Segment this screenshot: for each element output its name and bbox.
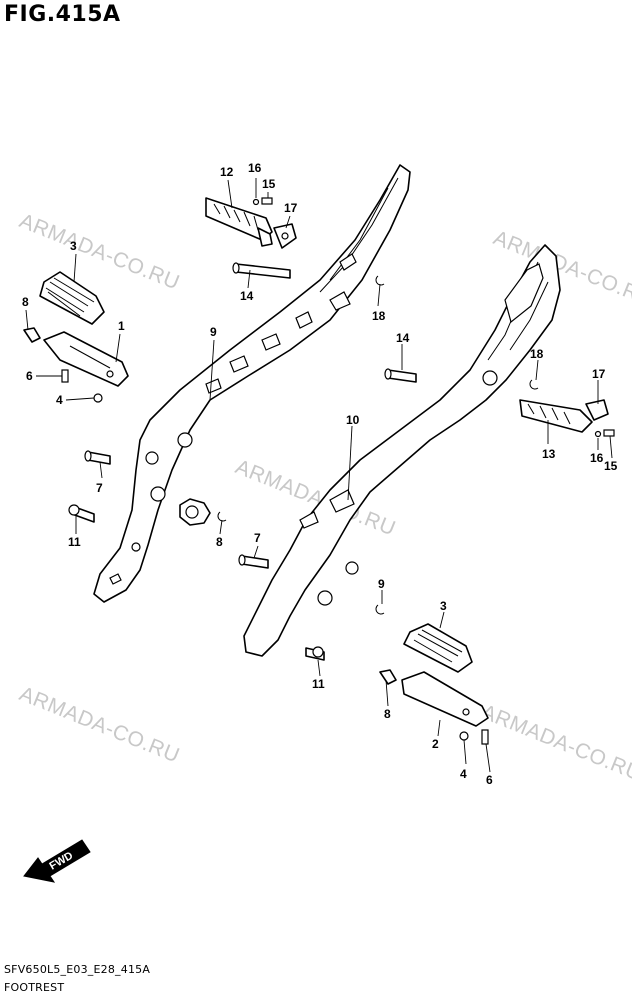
watermark: ARMADA-CO.RU [478, 700, 632, 785]
section-name: FOOTREST [4, 981, 65, 994]
watermark: ARMADA-CO.RU [16, 682, 183, 767]
callout-number: 1 [118, 319, 125, 333]
callout-number: 11 [312, 677, 325, 691]
left-rider-footrest [23, 271, 129, 403]
pins [84, 262, 417, 569]
callout-number: 10 [346, 413, 360, 427]
callout-number: 7 [254, 531, 261, 545]
right-passenger-footrest [519, 399, 615, 438]
callout-number: 17 [284, 201, 298, 215]
clips [217, 275, 539, 615]
callout-number: 9 [378, 577, 385, 591]
callout-number: 11 [68, 535, 81, 549]
callout-number: 7 [96, 481, 103, 495]
callout-number: 12 [220, 165, 234, 179]
callout-number: 4 [56, 393, 63, 407]
callout-number: 4 [460, 767, 467, 781]
callout-number: 9 [210, 325, 217, 339]
leader-lines [25, 178, 613, 773]
left-footrest-bracket [93, 164, 411, 603]
callout-number: 16 [248, 161, 262, 175]
forward-direction-arrow: FWD [23, 839, 91, 883]
callouts: 12 16 15 17 14 18 3 8 1 9 6 4 7 11 8 14 … [22, 161, 618, 787]
callout-number: 14 [396, 331, 410, 345]
callout-number: 8 [384, 707, 391, 721]
callout-number: 3 [440, 599, 447, 613]
callout-number: 17 [592, 367, 606, 381]
callout-number: 2 [432, 737, 439, 751]
callout-number: 15 [262, 177, 276, 191]
callout-number: 13 [542, 447, 556, 461]
callout-number: 18 [372, 309, 386, 323]
right-rider-footrest [379, 623, 489, 745]
figure-title: FIG.415A [4, 2, 121, 27]
drawing-code: SFV650L5_E03_E28_415A [4, 963, 151, 976]
left-passenger-footrest [205, 197, 297, 249]
callout-number: 8 [22, 295, 29, 309]
callout-number: 14 [240, 289, 254, 303]
callout-number: 6 [486, 773, 493, 787]
watermark: ARMADA-CO.RU [16, 209, 183, 294]
bolts [68, 504, 325, 661]
callout-number: 16 [590, 451, 604, 465]
callout-number: 18 [530, 347, 544, 361]
callout-number: 3 [70, 239, 77, 253]
callout-number: 15 [604, 459, 618, 473]
right-footrest-bracket [243, 244, 561, 657]
callout-number: 8 [216, 535, 223, 549]
callout-number: 6 [26, 369, 33, 383]
